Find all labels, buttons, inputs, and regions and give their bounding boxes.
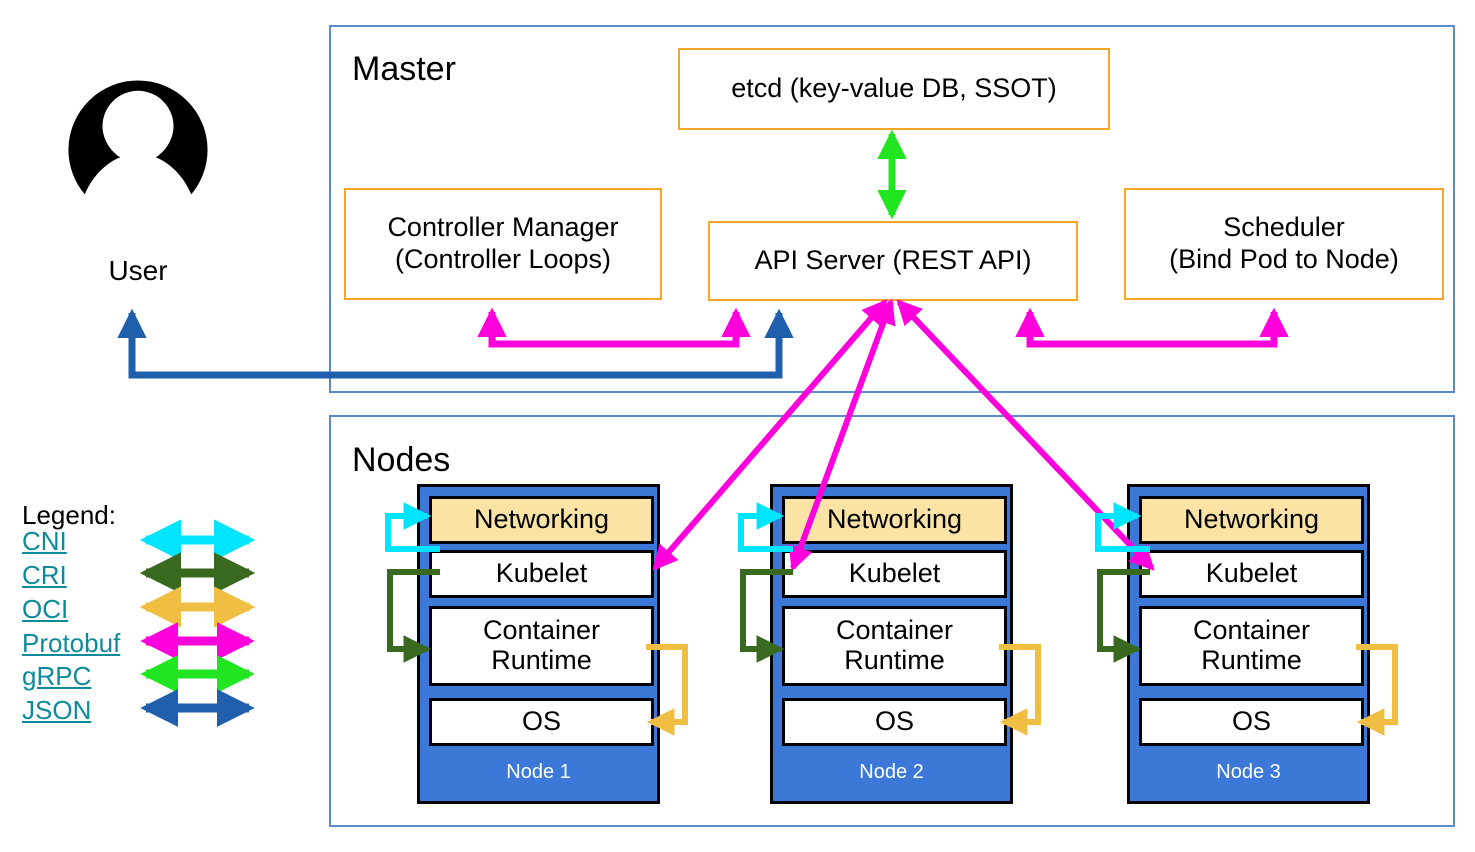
node1-networking-label: Networking [473, 504, 610, 535]
legend-label-grpc[interactable]: gRPC [22, 661, 92, 691]
master-group-title: Master [352, 50, 456, 88]
user-avatar-svg [68, 80, 208, 195]
user-label: User [108, 255, 168, 286]
node3-os-layer[interactable]: OS [1139, 698, 1364, 746]
legend-title: Legend: [22, 500, 116, 530]
node3-networking-layer[interactable]: Networking [1139, 496, 1364, 544]
node-card-3[interactable]: Networking Kubelet Container Runtime OS … [1127, 484, 1370, 804]
node3-os-label: OS [1231, 706, 1271, 737]
etcd-label: etcd (key-value DB, SSOT) [731, 73, 1057, 104]
controller-manager-label-line1: Controller Manager [387, 212, 619, 243]
node1-kubelet-layer[interactable]: Kubelet [429, 550, 654, 598]
node1-kubelet-label: Kubelet [495, 558, 588, 589]
node2-networking-layer[interactable]: Networking [782, 496, 1007, 544]
node2-container-runtime-label-line2: Runtime [844, 645, 945, 675]
node3-kubelet-label: Kubelet [1205, 558, 1298, 589]
user-avatar-icon [64, 76, 212, 224]
node1-container-runtime-label-line2: Runtime [491, 645, 592, 675]
node2-container-runtime-label-line1: Container [835, 615, 954, 646]
legend-label-protobuf[interactable]: Protobuf [22, 628, 121, 658]
scheduler-label-line1: Scheduler [1223, 212, 1345, 243]
node3-networking-label: Networking [1183, 504, 1320, 535]
node2-name: Node 2 [859, 761, 924, 783]
node-card-2[interactable]: Networking Kubelet Container Runtime OS … [770, 484, 1013, 804]
node1-networking-layer[interactable]: Networking [429, 496, 654, 544]
node2-os-layer[interactable]: OS [782, 698, 1007, 746]
node2-kubelet-layer[interactable]: Kubelet [782, 550, 1007, 598]
node3-container-runtime-label-line1: Container [1192, 615, 1311, 646]
legend-label-json[interactable]: JSON [22, 695, 92, 725]
legend-label-cri[interactable]: CRI [22, 560, 67, 590]
etcd-box[interactable]: etcd (key-value DB, SSOT) [678, 48, 1110, 130]
node3-container-runtime-layer[interactable]: Container Runtime [1139, 606, 1364, 686]
api-server-label: API Server (REST API) [754, 245, 1032, 276]
node1-container-runtime-layer[interactable]: Container Runtime [429, 606, 654, 686]
node3-container-runtime-label-line2: Runtime [1201, 645, 1302, 675]
node1-name: Node 1 [506, 761, 571, 783]
node1-os-label: OS [521, 706, 561, 737]
node1-container-runtime-label-line1: Container [482, 615, 601, 646]
node2-networking-label: Networking [826, 504, 963, 535]
node2-kubelet-label: Kubelet [848, 558, 941, 589]
node-card-1[interactable]: Networking Kubelet Container Runtime OS … [417, 484, 660, 804]
legend-label-cni[interactable]: CNI [22, 526, 67, 556]
node3-kubelet-layer[interactable]: Kubelet [1139, 550, 1364, 598]
controller-manager-label-line2: (Controller Loops) [394, 244, 612, 274]
node1-os-layer[interactable]: OS [429, 698, 654, 746]
node3-name: Node 3 [1216, 761, 1281, 783]
scheduler-label-line2: (Bind Pod to Node) [1169, 244, 1399, 274]
node2-container-runtime-layer[interactable]: Container Runtime [782, 606, 1007, 686]
api-server-box[interactable]: API Server (REST API) [708, 221, 1078, 301]
scheduler-box[interactable]: Scheduler (Bind Pod to Node) [1124, 188, 1444, 300]
node2-os-label: OS [874, 706, 914, 737]
controller-manager-box[interactable]: Controller Manager (Controller Loops) [344, 188, 662, 300]
legend-label-oci[interactable]: OCI [22, 594, 69, 624]
nodes-group-title: Nodes [352, 441, 451, 479]
